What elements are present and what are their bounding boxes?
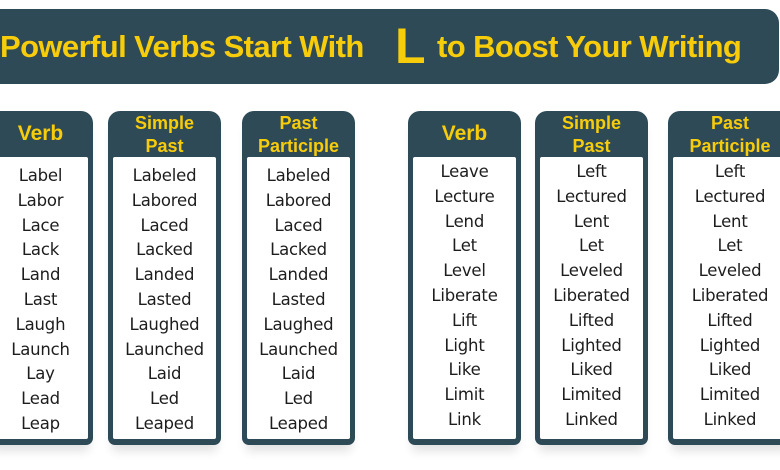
table-cell: Link — [448, 409, 481, 429]
table-cell: Labored — [131, 190, 198, 210]
table-cell: Laced — [140, 215, 189, 235]
table-cell: Let — [452, 236, 477, 256]
column-header-line: Verb — [17, 122, 64, 145]
table-cell: Lace — [21, 215, 60, 235]
table-cell: Lighted — [699, 335, 761, 355]
table-cell: Lend — [444, 211, 485, 231]
table-cell: Let — [717, 236, 743, 256]
table-cell: Leaped — [134, 413, 195, 433]
table-cell: Laugh — [15, 314, 66, 334]
column-header-line: Verb — [441, 122, 488, 145]
table-cell: Lifted — [568, 310, 615, 330]
table-cell: Lacked — [136, 240, 193, 260]
column-header-line: Past — [572, 136, 611, 156]
table-cell: Liked — [570, 360, 613, 380]
table-cell: Linked — [565, 409, 618, 429]
table-cell: Liberate — [431, 285, 498, 305]
table-cell: Lasted — [271, 289, 326, 309]
title-prefix: Powerful Verbs Start With — [0, 28, 364, 64]
table-cell: Leap — [21, 413, 60, 433]
table-cell: Light — [444, 335, 485, 355]
table-cell: Laced — [274, 215, 323, 235]
title-banner: Powerful Verbs Start With L to Boost You… — [0, 9, 779, 84]
table-cell: Lack — [21, 240, 60, 260]
table-cell: Led — [150, 389, 179, 409]
table-cell: Land — [20, 265, 61, 285]
table-cell: Lent — [712, 211, 748, 231]
table-cell: Lectured — [694, 186, 766, 206]
column-header-line: Simple — [134, 113, 195, 133]
table-cell: Lift — [452, 310, 477, 330]
table-cell: Left — [576, 162, 607, 181]
table-cell: Leveled — [698, 261, 762, 281]
table-cell: Leave — [440, 162, 489, 181]
table-cell: Labor — [17, 190, 64, 210]
column-header-line: Past — [710, 113, 750, 133]
table-cell: Like — [448, 360, 481, 380]
table-cell: Lead — [21, 389, 60, 409]
table-cell: Liberated — [691, 285, 769, 305]
column-header-line: Simple — [561, 113, 622, 133]
table-cell: Lighted — [561, 335, 622, 355]
table-cell: Laughed — [129, 314, 200, 334]
table-cell: Lasted — [137, 289, 192, 309]
table-cell: Labored — [265, 190, 332, 210]
table-cell: Leveled — [560, 261, 623, 281]
table-cell: Laid — [147, 364, 182, 384]
column-header-line: Participle — [689, 136, 771, 156]
table-cell: Laughed — [263, 314, 334, 334]
column-header-line: Participle — [257, 136, 340, 156]
table-cell: Labeled — [266, 166, 331, 185]
table-cell: Lent — [573, 211, 610, 231]
table-cell: Launch — [11, 339, 70, 359]
table-cell: Landed — [268, 265, 329, 285]
table-cell: Lacked — [270, 240, 327, 260]
table-cell: Limit — [444, 385, 485, 405]
table-cell: Limited — [699, 385, 761, 405]
table-cell: Led — [284, 389, 313, 409]
table-cell: Launched — [259, 339, 338, 359]
table-cell: Lectured — [556, 186, 627, 206]
table-cell: Launched — [125, 339, 204, 359]
table-cell: Leaped — [268, 413, 329, 433]
table-cell: Left — [714, 162, 746, 181]
column-header-line: Past — [145, 136, 184, 156]
column-header: Verb — [408, 111, 521, 157]
table-cell: Liberated — [553, 285, 630, 305]
table-cell: Let — [579, 236, 604, 256]
table-cell: Linked — [703, 409, 757, 429]
column-header: Verb — [0, 111, 93, 157]
table-cell: Limited — [561, 385, 622, 405]
table-cell: Liked — [708, 360, 752, 380]
table-cell: Lay — [26, 364, 55, 384]
table-cell: Lecture — [434, 186, 495, 206]
column-header-line: Past — [279, 113, 318, 133]
title-letter: L — [395, 17, 426, 74]
table-cell: Labeled — [132, 166, 197, 185]
table-cell: Lifted — [707, 310, 753, 330]
table-cell: Level — [443, 261, 486, 281]
table-cell: Label — [18, 166, 63, 185]
table-cell: Laid — [281, 364, 316, 384]
title-suffix: to Boost Your Writing — [437, 28, 742, 64]
table-cell: Last — [23, 289, 58, 309]
table-cell: Landed — [134, 265, 195, 285]
